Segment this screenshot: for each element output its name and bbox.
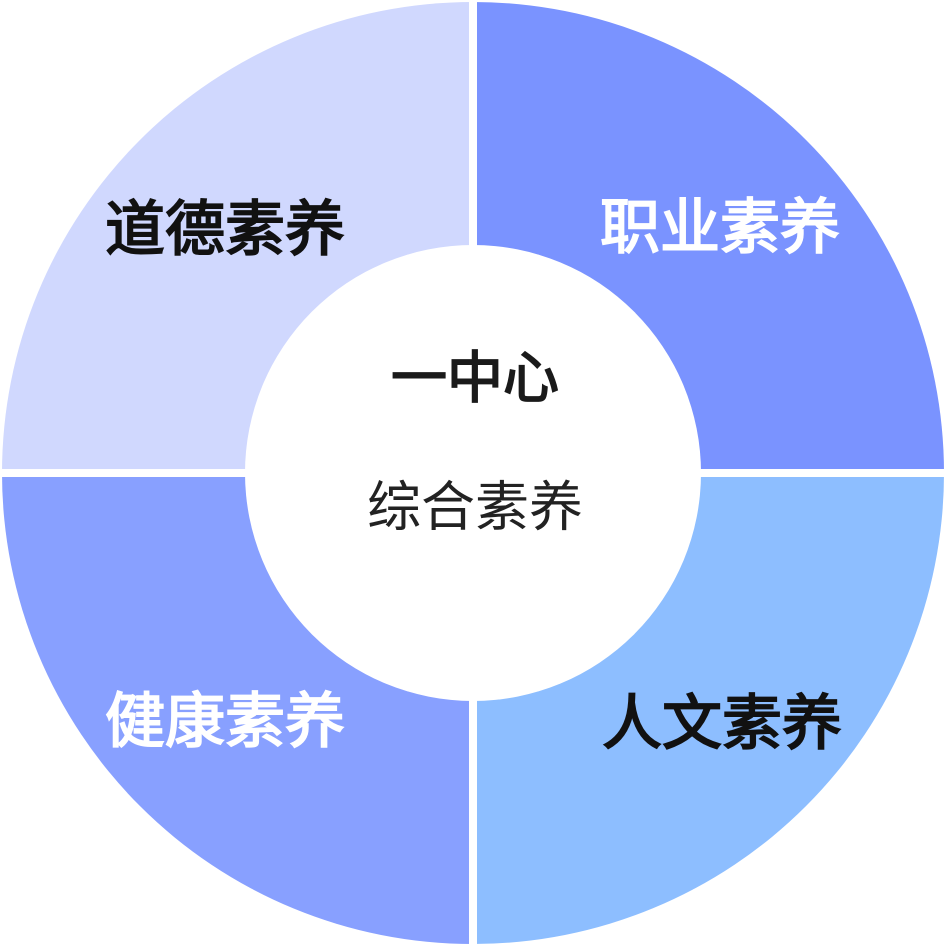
segment-label-moral: 道德素养 <box>105 195 345 265</box>
center-title: 一中心 <box>391 346 559 412</box>
segment-label-health: 健康素养 <box>105 687 345 757</box>
center-circle <box>245 245 701 701</box>
segment-label-humanities: 人文素养 <box>602 689 842 759</box>
center-subtitle: 综合素养 <box>367 475 583 539</box>
segment-label-professional: 职业素养 <box>600 193 840 263</box>
